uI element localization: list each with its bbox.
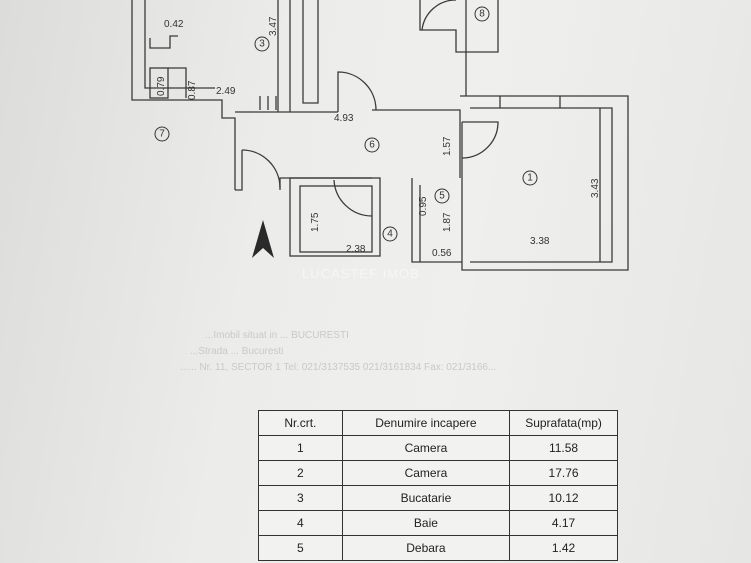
room-number-7: 7 [159, 129, 165, 140]
door-room-1 [461, 121, 499, 159]
door-hall-top [337, 71, 377, 112]
cell-nr: 4 [258, 510, 343, 536]
table-row: 1 Camera 11.58 [258, 435, 618, 461]
cell-area: 17.76 [509, 460, 618, 486]
cell-nr: 1 [258, 435, 343, 461]
cell-name: Debara [341, 535, 511, 561]
room-marker-3 [254, 36, 270, 52]
dim-087: 0.87 [187, 80, 198, 100]
room-marker-4 [382, 226, 398, 242]
dim-249: 2.49 [216, 86, 236, 97]
header-name: Denumire incapere [341, 410, 511, 436]
room-marker-5 [434, 188, 450, 204]
dim-079: 0.79 [156, 76, 167, 96]
room-marker-8 [474, 6, 490, 22]
watermark-text: LUCASTEF IMOB [302, 266, 420, 281]
wall-hall-top-right [372, 109, 461, 178]
dim-347: 3.47 [268, 16, 279, 36]
cell-area: 4.17 [509, 510, 618, 536]
wall-pillar [302, 0, 319, 104]
dim-042: 0.42 [164, 19, 184, 30]
dim-338: 3.38 [530, 236, 550, 247]
cell-name: Camera [341, 460, 511, 486]
dim-095: 0.95 [418, 196, 429, 216]
dim-175: 1.75 [310, 212, 321, 232]
door-room-8 [421, 0, 456, 31]
table-row: 2 Camera 17.76 [258, 460, 618, 486]
room-marker-6 [364, 137, 380, 153]
room-4-walls [289, 177, 381, 257]
dim-493: 4.93 [334, 113, 354, 124]
cell-name: Bucatarie [341, 485, 511, 511]
room-number-8: 8 [479, 9, 485, 20]
wall-left-outer [131, 0, 236, 190]
cell-nr: 5 [258, 535, 343, 561]
faded-line-2: ...Strada ... Bucuresti [190, 346, 283, 357]
cell-area: 10.12 [509, 485, 618, 511]
dim-343: 3.43 [590, 178, 601, 198]
wall-hall-left [235, 150, 243, 191]
dim-238: 2.38 [346, 244, 366, 255]
dim-187: 1.87 [442, 212, 453, 232]
wall-notch [149, 35, 178, 49]
wall-room-1-outer [460, 95, 629, 271]
faded-line-3: ...... Nr. 11, SECTOR 1 Tel: 021/3137535… [180, 362, 496, 373]
table-row: 5 Debara 1.42 [258, 535, 618, 561]
rooms-table: Nr.crt. Denumire incapere Suprafata(mp) … [258, 410, 618, 561]
room-marker-1 [522, 170, 538, 186]
faded-line-1: ...Imobil situat in ... BUCURESTI [205, 330, 349, 341]
wall-left-inner [144, 0, 215, 89]
door-room-4 [333, 179, 373, 217]
room-number-3: 3 [259, 39, 265, 50]
north-arrow-icon [252, 220, 274, 258]
room-number-4: 4 [387, 229, 393, 240]
window-room-1 [499, 96, 561, 108]
table-row: 3 Bucatarie 10.12 [258, 485, 618, 511]
table-header-row: Nr.crt. Denumire incapere Suprafata(mp) [258, 410, 618, 436]
table-row: 4 Baie 4.17 [258, 510, 618, 536]
cell-area: 11.58 [509, 435, 618, 461]
room-marker-7 [154, 126, 170, 142]
dim-056: 0.56 [432, 248, 452, 259]
room-number-6: 6 [369, 140, 375, 151]
cell-name: Camera [341, 435, 511, 461]
room-7-box [149, 67, 169, 99]
wall-hall-bottom [279, 177, 372, 190]
door-kitchen [259, 96, 277, 110]
door-hall-left [241, 149, 281, 189]
wall-room-8 [419, 0, 499, 53]
room-number-1: 1 [527, 173, 533, 184]
wall-room7-right [168, 67, 187, 98]
dim-157: 1.57 [442, 136, 453, 156]
cell-nr: 2 [258, 460, 343, 486]
header-nr: Nr.crt. [258, 410, 343, 436]
header-area: Suprafata(mp) [509, 410, 618, 436]
wall-room-5 [411, 178, 462, 263]
room-4-inner [299, 185, 373, 253]
cell-name: Baie [341, 510, 511, 536]
wall-room-1-inner [470, 107, 613, 263]
room-number-5: 5 [439, 191, 445, 202]
cell-area: 1.42 [509, 535, 618, 561]
cell-nr: 3 [258, 485, 343, 511]
